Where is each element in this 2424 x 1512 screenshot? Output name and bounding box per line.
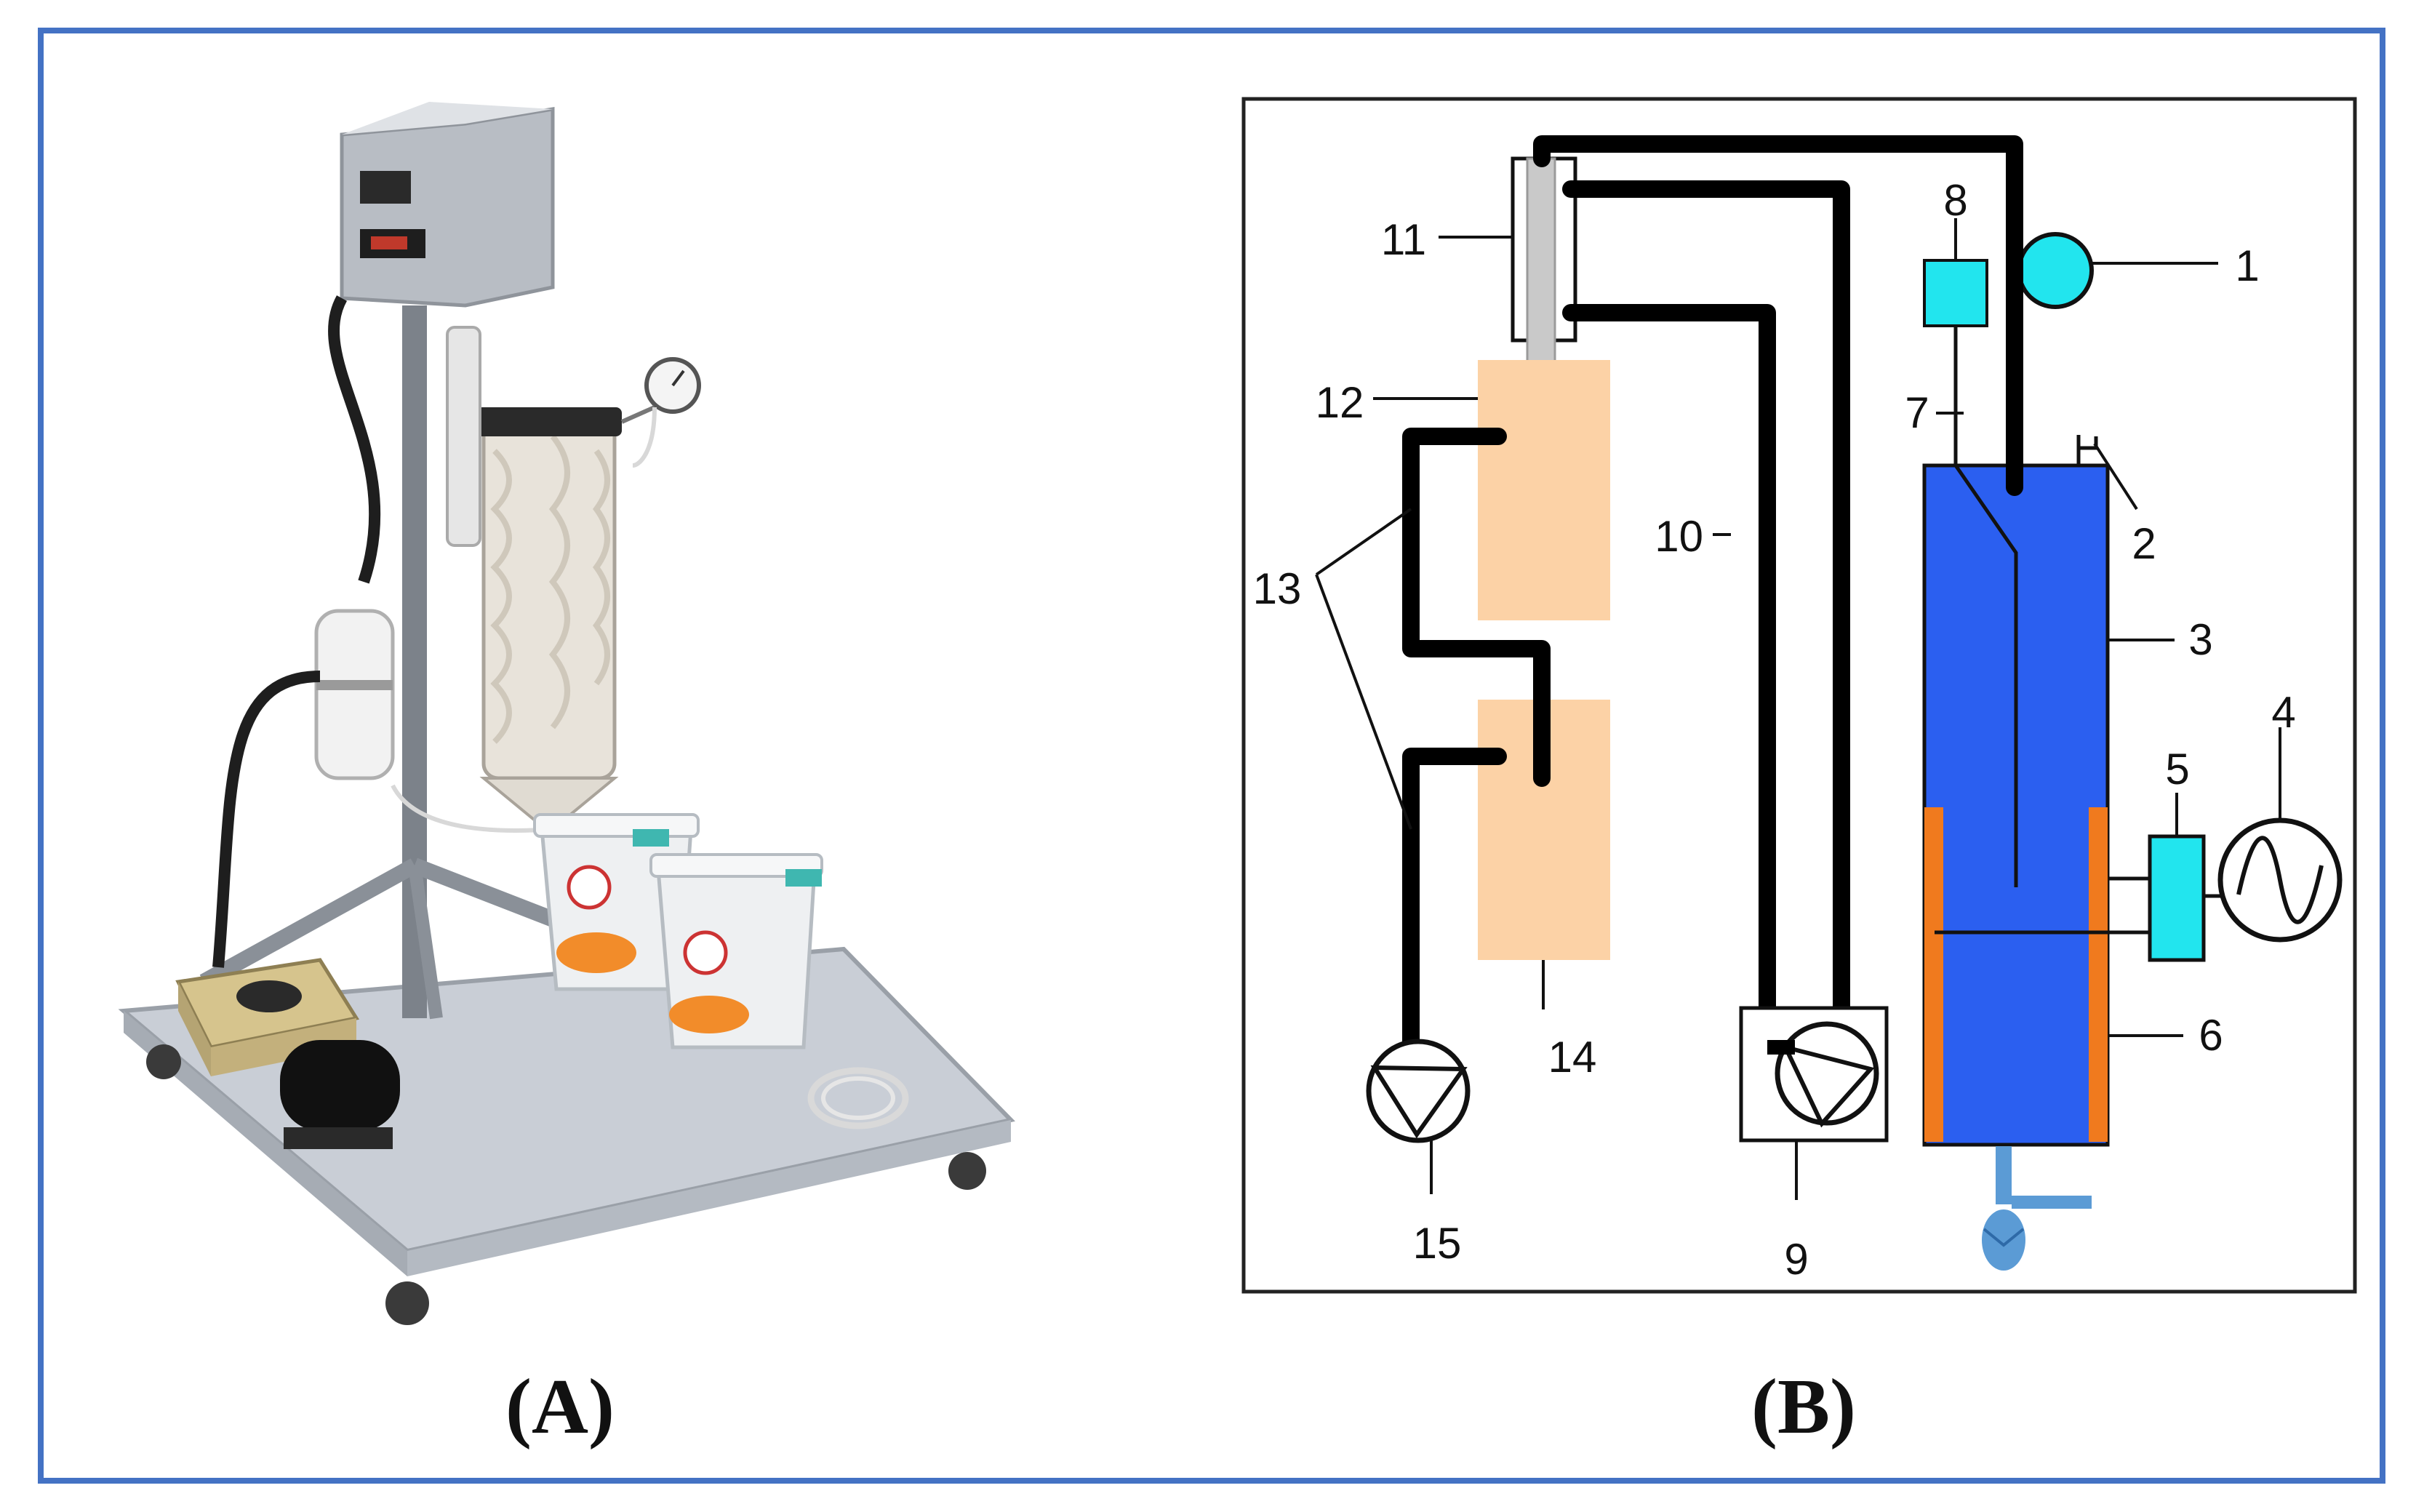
label-7: 7 [1905,388,1929,437]
label-11: 11 [1381,215,1426,264]
panel-a-caption: (A) [505,1364,615,1450]
label-leaders [1315,218,2281,1200]
suction-pump-icon [1366,1039,1471,1143]
label-6: 6 [2199,1011,2223,1060]
wheel-icon [385,1281,429,1325]
base-tray-rim-front [407,1120,1011,1276]
panel-b-caption: (B) [1751,1364,1856,1450]
figure-frame [38,28,2385,1484]
label-14: 14 [1548,1033,1597,1081]
digital-readout [371,236,407,249]
stand-leg [408,864,443,1020]
label-9: 9 [1784,1235,1808,1284]
pump-icon [1775,1021,1879,1126]
stand-leg [199,858,419,989]
pump-symbol [1781,1044,1875,1128]
collection-bucket [649,853,823,1049]
filter-band [316,680,393,690]
wheel-icon [948,1152,986,1190]
ac-sine-symbol [2236,836,2324,924]
fermentation-column [481,420,617,780]
thermocouple-probe [1953,326,2018,887]
label-8: 8 [1943,176,1967,225]
column-insulation [490,434,610,744]
temperature-sensor [1923,259,1988,327]
outlet-pipe [1996,1146,2012,1204]
compressor [280,1040,400,1149]
power-cable [212,295,381,968]
label-4: 4 [2271,688,2295,737]
coiled-hose [807,1067,909,1129]
filter-cartridge [314,609,395,780]
control-box-top [342,102,553,135]
label-15: 15 [1413,1219,1462,1268]
control-box [340,107,555,308]
panel-b-schematic: 1 2 3 4 5 6 7 8 9 10 11 12 13 14 15 [1241,97,2357,1294]
label-3: 3 [2188,615,2212,664]
label-10: 10 [1655,512,1703,561]
label-2: 2 [2132,519,2156,568]
collection-vessel-top [1478,360,1610,620]
temperature-controller [2148,834,2206,962]
gas-flow-meter-icon [2017,232,2094,309]
label-1: 1 [2235,241,2259,290]
panel-a-photo [118,102,1015,1325]
label-5: 5 [2165,745,2189,793]
gas-piping [1402,135,2023,1060]
transformer [175,958,360,1076]
coiled-hose-inner [821,1076,895,1120]
label-12: 12 [1316,378,1364,427]
column-cap [476,407,622,436]
label-13: 13 [1253,564,1302,613]
heater-jacket-left [1924,807,1943,1142]
drain-valve-icon [1982,1209,2025,1271]
meter-display [360,171,411,204]
gauge-needle [671,369,685,387]
side-condenser [446,326,481,547]
drain-valve-mark [1983,1228,2025,1247]
gauge-pipe [620,405,656,424]
heater-jacket-right [2089,807,2108,1142]
base-tray-rim [124,1011,407,1276]
pump-symbol [1370,1065,1468,1139]
outlet-arm [2012,1196,2092,1209]
wheel-icon [146,1044,181,1079]
